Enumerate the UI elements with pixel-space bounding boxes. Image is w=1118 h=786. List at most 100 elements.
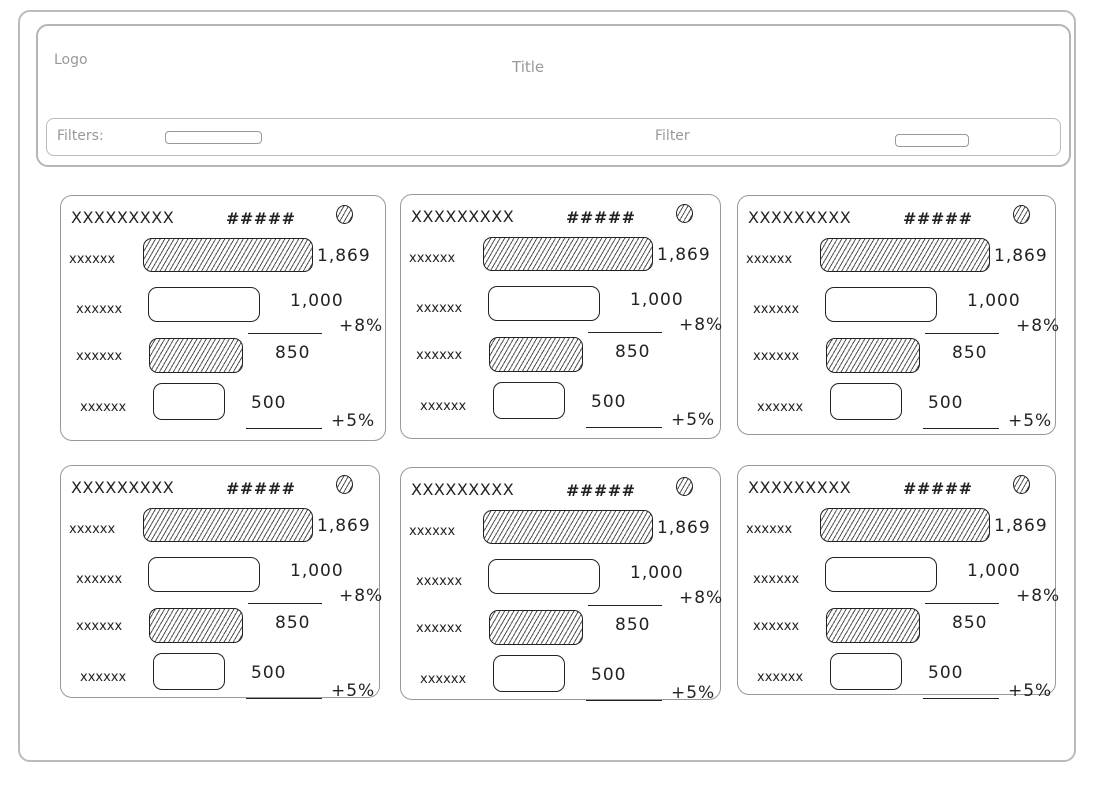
card-title: XXXXXXXXX — [71, 208, 175, 227]
card-code: ##### — [566, 481, 636, 500]
bar-2 — [148, 557, 260, 592]
row-label: xxxxxx — [757, 670, 804, 685]
row-value: 1,869 — [317, 516, 371, 536]
filter-input-1[interactable] — [165, 131, 262, 144]
row-value: 1,869 — [994, 246, 1048, 266]
header: Logo Title Filters: Filter — [36, 24, 1071, 167]
row-label: xxxxxx — [420, 672, 467, 687]
status-dot-icon — [1013, 475, 1030, 494]
row-label: xxxxxx — [76, 572, 123, 587]
bar-1 — [820, 238, 990, 272]
row-value: 500 — [251, 663, 287, 683]
bar-3 — [149, 608, 243, 643]
change-2: +5% — [671, 683, 716, 703]
bar-2 — [825, 557, 937, 592]
row-value: 500 — [591, 392, 627, 412]
card-code: ##### — [226, 209, 296, 228]
change-2: +5% — [671, 410, 716, 430]
change-2: +5% — [1008, 411, 1053, 431]
card-title: XXXXXXXXX — [748, 478, 852, 497]
bar-1 — [483, 237, 653, 271]
metric-card: XXXXXXXXX ##### xxxxxx 1,869 xxxxxx 1,00… — [400, 194, 724, 439]
row-label: xxxxxx — [76, 619, 123, 634]
row-value: 850 — [952, 613, 988, 633]
bar-3 — [489, 610, 583, 645]
row-value: 1,869 — [994, 516, 1048, 536]
bar-4 — [830, 653, 902, 690]
row-label: xxxxxx — [757, 400, 804, 415]
row-label: xxxxxx — [69, 252, 116, 267]
card-title: XXXXXXXXX — [71, 478, 175, 497]
metric-card: XXXXXXXXX ##### xxxxxx 1,869 xxxxxx 1,00… — [737, 195, 1059, 435]
row-value: 500 — [251, 393, 287, 413]
row-value: 500 — [591, 665, 627, 685]
metric-card: XXXXXXXXX ##### xxxxxx 1,869 xxxxxx 1,00… — [737, 465, 1059, 701]
row-value: 1,000 — [630, 563, 684, 583]
row-value: 1,000 — [967, 291, 1021, 311]
row-value: 1,869 — [317, 246, 371, 266]
card-code: ##### — [226, 479, 296, 498]
bar-4 — [493, 655, 565, 692]
row-value: 1,000 — [630, 290, 684, 310]
bar-3 — [826, 338, 920, 373]
bar-3 — [149, 338, 243, 373]
row-value: 500 — [928, 393, 964, 413]
page-frame — [18, 10, 1076, 762]
status-dot-icon — [336, 475, 353, 494]
row-label: xxxxxx — [76, 302, 123, 317]
divider-line — [925, 333, 999, 334]
row-label: xxxxxx — [753, 349, 800, 364]
bar-2 — [488, 559, 600, 594]
divider-line — [246, 698, 322, 699]
status-dot-icon — [336, 205, 353, 224]
row-value: 850 — [615, 342, 651, 362]
bar-1 — [143, 238, 313, 272]
bar-2 — [148, 287, 260, 322]
row-label: xxxxxx — [80, 400, 127, 415]
row-value: 850 — [275, 343, 311, 363]
bar-4 — [493, 382, 565, 419]
metric-card: XXXXXXXXX ##### xxxxxx 1,869 xxxxxx 1,00… — [60, 195, 386, 441]
change-1: +8% — [679, 315, 724, 335]
row-value: 1,000 — [967, 561, 1021, 581]
change-1: +8% — [339, 586, 384, 606]
card-title: XXXXXXXXX — [411, 480, 515, 499]
row-value: 1,000 — [290, 291, 344, 311]
status-dot-icon — [676, 204, 693, 223]
bar-1 — [820, 508, 990, 542]
row-value: 850 — [615, 615, 651, 635]
status-dot-icon — [1013, 205, 1030, 224]
change-2: +5% — [331, 411, 376, 431]
divider-line — [246, 428, 322, 429]
row-label: xxxxxx — [416, 621, 463, 636]
change-2: +5% — [331, 681, 376, 701]
change-2: +5% — [1008, 681, 1053, 701]
row-value: 1,869 — [657, 518, 711, 538]
bar-3 — [826, 608, 920, 643]
row-label: xxxxxx — [746, 522, 793, 537]
row-label: xxxxxx — [409, 251, 456, 266]
change-1: +8% — [1016, 316, 1061, 336]
filter-input-2[interactable] — [895, 134, 969, 147]
row-label: xxxxxx — [416, 574, 463, 589]
page-title: Title — [512, 58, 545, 76]
filter-label: Filter — [655, 128, 690, 144]
card-code: ##### — [903, 479, 973, 498]
row-label: xxxxxx — [753, 619, 800, 634]
row-value: 1,869 — [657, 245, 711, 265]
metric-card: XXXXXXXXX ##### xxxxxx 1,869 xxxxxx 1,00… — [400, 467, 722, 703]
divider-line — [588, 605, 662, 606]
bar-4 — [830, 383, 902, 420]
change-1: +8% — [1016, 586, 1061, 606]
row-value: 850 — [952, 343, 988, 363]
row-label: xxxxxx — [420, 399, 467, 414]
logo: Logo — [54, 52, 88, 68]
metric-card: XXXXXXXXX ##### xxxxxx 1,869 xxxxxx 1,00… — [60, 465, 384, 701]
card-title: XXXXXXXXX — [411, 207, 515, 226]
row-label: xxxxxx — [80, 670, 127, 685]
filters-label: Filters: — [57, 128, 104, 144]
bar-2 — [488, 286, 600, 321]
divider-line — [588, 332, 662, 333]
bar-1 — [143, 508, 313, 542]
bar-2 — [825, 287, 937, 322]
